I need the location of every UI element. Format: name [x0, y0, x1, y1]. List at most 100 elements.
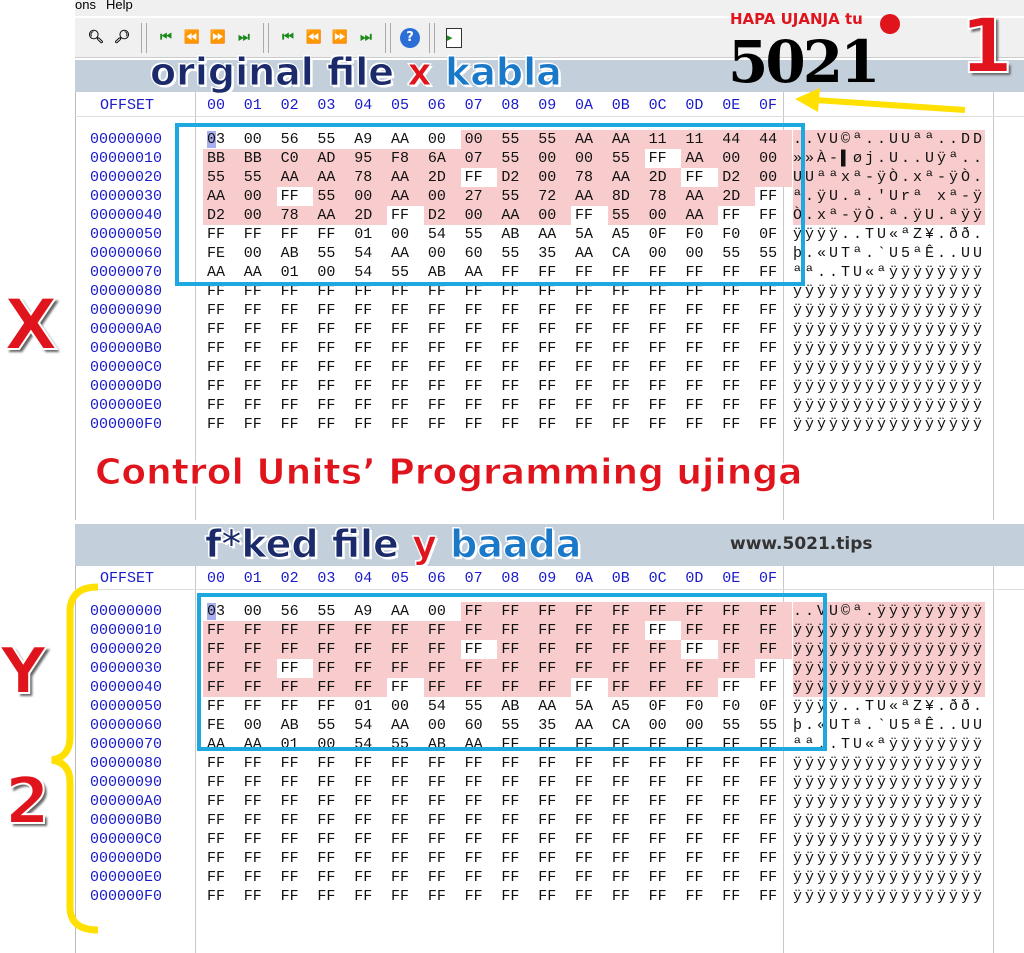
hex-bytes[interactable]: FF FF FF FF FF FF FF FF FF FF FF FF FF F…	[207, 888, 778, 905]
column-header: 01	[243, 97, 262, 114]
changed-byte-highlight	[239, 621, 277, 640]
hex-bytes[interactable]: FF FF FF FF FF FF FF FF FF FF FF FF FF F…	[207, 340, 778, 357]
last-equal-icon[interactable]: ⏭	[360, 30, 372, 45]
ascii-text[interactable]: ÿÿÿÿÿÿÿÿÿÿÿÿÿÿÿÿ	[793, 640, 986, 659]
hex-bytes[interactable]: FF FF FF FF FF FF FF FF FF FF FF FF FF F…	[207, 622, 778, 639]
ascii-text[interactable]: ÿÿÿÿÿÿÿÿÿÿÿÿÿÿÿÿ	[793, 378, 986, 395]
row-offset: 000000A0	[90, 321, 163, 338]
hex-bytes[interactable]: FF FF FF FF FF FF FF FF FF FF FF FF FF F…	[207, 793, 778, 810]
hex-bytes[interactable]: AA AA 01 00 54 55 AB AA FF FF FF FF FF F…	[207, 264, 778, 281]
hex-bytes[interactable]: FF FF FF FF FF FF FF FF FF FF FF FF FF F…	[207, 321, 778, 338]
ascii-text[interactable]: ÿÿÿÿ..TU«ªZ¥.ðð.	[793, 226, 986, 243]
ascii-text[interactable]: ÿÿÿÿ..TU«ªZ¥.ðð.	[793, 698, 986, 715]
ascii-text[interactable]: ÿÿÿÿÿÿÿÿÿÿÿÿÿÿÿÿ	[793, 850, 986, 867]
ascii-text[interactable]: ..VU©ª..UUªª..DD	[793, 130, 986, 149]
ascii-text[interactable]: ÿÿÿÿÿÿÿÿÿÿÿÿÿÿÿÿ	[793, 774, 986, 791]
next-diff-icon[interactable]: ⏩	[209, 30, 227, 45]
hex-bytes[interactable]: FF FF FF FF FF FF FF FF FF FF FF FF FF F…	[207, 416, 778, 433]
row-offset: 000000B0	[90, 812, 163, 829]
changed-byte-highlight	[681, 149, 719, 168]
ascii-text[interactable]: »»À-▌øj.U..Uÿª..	[793, 149, 986, 168]
hex-bytes[interactable]: FF FF FF FF FF FF FF FF FF FF FF FF FF F…	[207, 359, 778, 376]
hex-bytes[interactable]: FF FF FF FF FF FF FF FF FF FF FF FF FF F…	[207, 831, 778, 848]
hex-bytes[interactable]: FF FF FF FF FF FF FF FF FF FF FF FF FF F…	[207, 812, 778, 829]
hex-bytes[interactable]: FF FF FF FF FF FF FF FF FF FF FF FF FF F…	[207, 774, 778, 791]
ascii-text[interactable]: ÿÿÿÿÿÿÿÿÿÿÿÿÿÿÿÿ	[793, 359, 986, 376]
hex-bytes[interactable]: FF FF FF FF FF FF FF FF FF FF FF FF FF F…	[207, 283, 778, 300]
changed-byte-highlight	[350, 206, 387, 225]
find-icon[interactable]: 🔍︎	[87, 30, 105, 45]
changed-byte-highlight	[571, 621, 608, 640]
prev-diff-icon[interactable]: ⏪	[183, 30, 201, 45]
hex-bytes[interactable]: FF FF FF FF FF FF FF FF FF FF FF FF FF F…	[207, 378, 778, 395]
ascii-text[interactable]: ªª..TU«ªÿÿÿÿÿÿÿÿ	[793, 264, 986, 281]
changed-byte-highlight	[239, 187, 277, 206]
ascii-text[interactable]: þ.«UTª.`U5ªÊ..UU	[793, 717, 986, 734]
row-offset: 00000010	[90, 622, 163, 639]
ascii-text[interactable]: Ò.xª-ÿÒ.ª.ÿU.ªÿÿ	[793, 206, 986, 225]
hex-bytes[interactable]: 03 00 56 55 A9 AA 00 00 55 55 AA AA 11 1…	[207, 131, 778, 148]
report-icon[interactable]: ▸	[441, 25, 467, 51]
divider	[993, 92, 994, 520]
find-next-icon[interactable]: 🔎︎	[113, 30, 131, 45]
changed-byte-highlight	[534, 168, 571, 187]
ascii-text[interactable]: ÿÿÿÿÿÿÿÿÿÿÿÿÿÿÿÿ	[793, 621, 986, 640]
hex-bytes[interactable]: FF FF FF FF FF FF FF FF FF FF FF FF FF F…	[207, 755, 778, 772]
hex-bytes[interactable]: FF FF FF FF FF FF FF FF FF FF FF FF FF F…	[207, 850, 778, 867]
ascii-text[interactable]: ÿÿÿÿÿÿÿÿÿÿÿÿÿÿÿÿ	[793, 869, 986, 886]
ascii-text[interactable]: þ.«UTª.`U5ªÊ..UU	[793, 245, 986, 262]
ascii-text[interactable]: ÿÿÿÿÿÿÿÿÿÿÿÿÿÿÿÿ	[793, 397, 986, 414]
row-offset: 00000060	[90, 717, 163, 734]
ascii-text[interactable]: ÿÿÿÿÿÿÿÿÿÿÿÿÿÿÿÿ	[793, 321, 986, 338]
ascii-text[interactable]: ÿÿÿÿÿÿÿÿÿÿÿÿÿÿÿÿ	[793, 755, 986, 772]
ascii-text[interactable]: ..VU©ª.ÿÿÿÿÿÿÿÿÿ	[793, 602, 986, 621]
hex-bytes[interactable]: FE 00 AB 55 54 AA 00 60 55 35 AA CA 00 0…	[207, 245, 778, 262]
ascii-text[interactable]: ª.ÿU.ª.'Urª xª-ÿ	[793, 187, 986, 206]
hex-bytes[interactable]: FF FF FF FF FF FF FF FF FF FF FF FF FF F…	[207, 397, 778, 414]
ascii-text[interactable]: ÿÿÿÿÿÿÿÿÿÿÿÿÿÿÿÿ	[793, 416, 986, 433]
hex-bytes[interactable]: BB BB C0 AD 95 F8 6A 07 55 00 00 55 FF A…	[207, 150, 778, 167]
first-equal-icon[interactable]: ⏮	[282, 30, 294, 45]
hex-bytes[interactable]: AA 00 FF 55 00 AA 00 27 55 72 AA 8D 78 A…	[207, 188, 778, 205]
hex-bytes[interactable]: 55 55 AA AA 78 AA 2D FF D2 00 78 AA 2D F…	[207, 169, 778, 186]
hex-bytes[interactable]: FF FF FF FF 01 00 54 55 AB AA 5A A5 0F F…	[207, 698, 778, 715]
ascii-text[interactable]: ÿÿÿÿÿÿÿÿÿÿÿÿÿÿÿÿ	[793, 283, 986, 300]
hex-bytes[interactable]: FF FF FF FF FF FF FF FF FF FF FF FF FF F…	[207, 679, 778, 696]
row-offset: 00000040	[90, 679, 163, 696]
hex-bytes[interactable]: FF FF FF FF 01 00 54 55 AB AA 5A A5 0F F…	[207, 226, 778, 243]
ascii-text[interactable]: ÿÿÿÿÿÿÿÿÿÿÿÿÿÿÿÿ	[793, 340, 986, 357]
menu-options[interactable]: ons	[75, 0, 96, 12]
bottom-changed-region-box	[197, 593, 827, 751]
ascii-text[interactable]: ÿÿÿÿÿÿÿÿÿÿÿÿÿÿÿÿ	[793, 888, 986, 905]
ascii-text[interactable]: ÿÿÿÿÿÿÿÿÿÿÿÿÿÿÿÿ	[793, 793, 986, 810]
logo-tagline: HAPA UJANJA tu	[730, 10, 863, 28]
ascii-text[interactable]: UUªªxª-ÿÒ.xª-ÿÒ.	[793, 168, 986, 187]
changed-byte-highlight	[534, 149, 571, 168]
menu-help[interactable]: Help	[105, 0, 133, 12]
ascii-text[interactable]: ÿÿÿÿÿÿÿÿÿÿÿÿÿÿÿÿ	[793, 302, 986, 319]
ascii-text[interactable]: ªª..TU«ªÿÿÿÿÿÿÿÿ	[793, 736, 986, 753]
hex-bytes[interactable]: FF FF FF FF FF FF FF FF FF FF FF FF FF F…	[207, 660, 778, 677]
hex-bytes[interactable]: FF FF FF FF FF FF FF FF FF FF FF FF FF F…	[207, 302, 778, 319]
last-diff-icon[interactable]: ⏭	[238, 30, 250, 45]
yellow-brace-icon	[51, 583, 99, 934]
hex-bytes[interactable]: FF FF FF FF FF FF FF FF FF FF FF FF FF F…	[207, 641, 778, 658]
hex-bytes[interactable]: FE 00 AB 55 54 AA 00 60 55 35 AA CA 00 0…	[207, 717, 778, 734]
changed-byte-highlight	[460, 130, 498, 149]
hex-bytes[interactable]: 03 00 56 55 A9 AA 00 FF FF FF FF FF FF F…	[207, 603, 778, 620]
next-equal-icon[interactable]: ⏩	[331, 30, 349, 45]
ascii-text[interactable]: ÿÿÿÿÿÿÿÿÿÿÿÿÿÿÿÿ	[793, 812, 986, 829]
row-offset: 00000070	[90, 264, 163, 281]
ascii-text[interactable]: ÿÿÿÿÿÿÿÿÿÿÿÿÿÿÿÿ	[793, 678, 986, 697]
prev-equal-icon[interactable]: ⏪	[305, 30, 323, 45]
first-diff-icon[interactable]: ⏮	[160, 30, 172, 45]
ascii-text[interactable]: ÿÿÿÿÿÿÿÿÿÿÿÿÿÿÿÿ	[793, 831, 986, 848]
help-icon[interactable]: ?	[397, 25, 423, 51]
ascii-text[interactable]: ÿÿÿÿÿÿÿÿÿÿÿÿÿÿÿÿ	[793, 659, 986, 678]
hex-bytes[interactable]: FF FF FF FF FF FF FF FF FF FF FF FF FF F…	[207, 869, 778, 886]
hex-bytes[interactable]: D2 00 78 AA 2D FF D2 00 AA 00 FF 55 00 A…	[207, 207, 778, 224]
changed-byte-highlight	[203, 659, 240, 678]
